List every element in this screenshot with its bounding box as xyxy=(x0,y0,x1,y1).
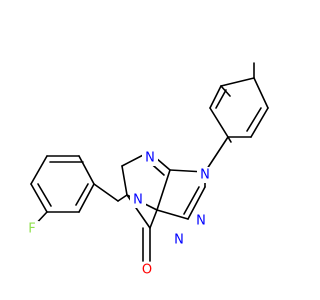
bond xyxy=(121,165,128,196)
atom-label-n-aryl: N xyxy=(200,168,210,183)
bond xyxy=(220,77,255,87)
atom-label-f-aryl: F xyxy=(28,222,35,237)
bond xyxy=(227,136,232,143)
bond xyxy=(30,155,48,185)
atom-label-o-carbonyl: O xyxy=(142,263,152,278)
molecule-structure-diagram: N N N N N O F xyxy=(24,62,269,278)
atom-label-n-triazole-a: N xyxy=(196,214,206,229)
bond xyxy=(117,194,128,202)
atom-label-n-benzyl: N xyxy=(133,193,143,208)
bond xyxy=(75,183,89,206)
bond xyxy=(250,107,269,138)
bond xyxy=(209,107,229,138)
atom-label-n-triazole-b: N xyxy=(174,233,184,248)
atom-label-n-ring-top: N xyxy=(145,151,155,166)
bond xyxy=(156,209,189,220)
bond xyxy=(246,107,262,132)
bond xyxy=(209,85,222,109)
atom-labels: N N N N N O F xyxy=(24,150,213,278)
bond xyxy=(204,136,229,173)
bond xyxy=(93,183,119,202)
molecule-svg: N N N N N O F xyxy=(24,62,269,278)
bond xyxy=(253,77,269,109)
bond xyxy=(220,85,231,97)
bond xyxy=(30,183,48,213)
atom-o-carbonyl: O xyxy=(139,262,155,278)
atom-n-ring-top: N xyxy=(142,150,158,166)
atom-n-aryl: N xyxy=(197,167,213,183)
bond xyxy=(78,155,95,185)
bond xyxy=(215,89,227,109)
atom-f-aryl: F xyxy=(24,221,40,237)
bond xyxy=(78,183,95,213)
bond xyxy=(183,186,200,215)
bond xyxy=(187,186,206,220)
bond xyxy=(37,183,52,207)
atom-n-triazole-a: N xyxy=(193,213,209,229)
atom-n-triazole-b: N xyxy=(171,232,187,248)
atom-n-benzyl: N xyxy=(130,192,146,208)
bond xyxy=(149,209,158,229)
bond xyxy=(156,169,171,211)
